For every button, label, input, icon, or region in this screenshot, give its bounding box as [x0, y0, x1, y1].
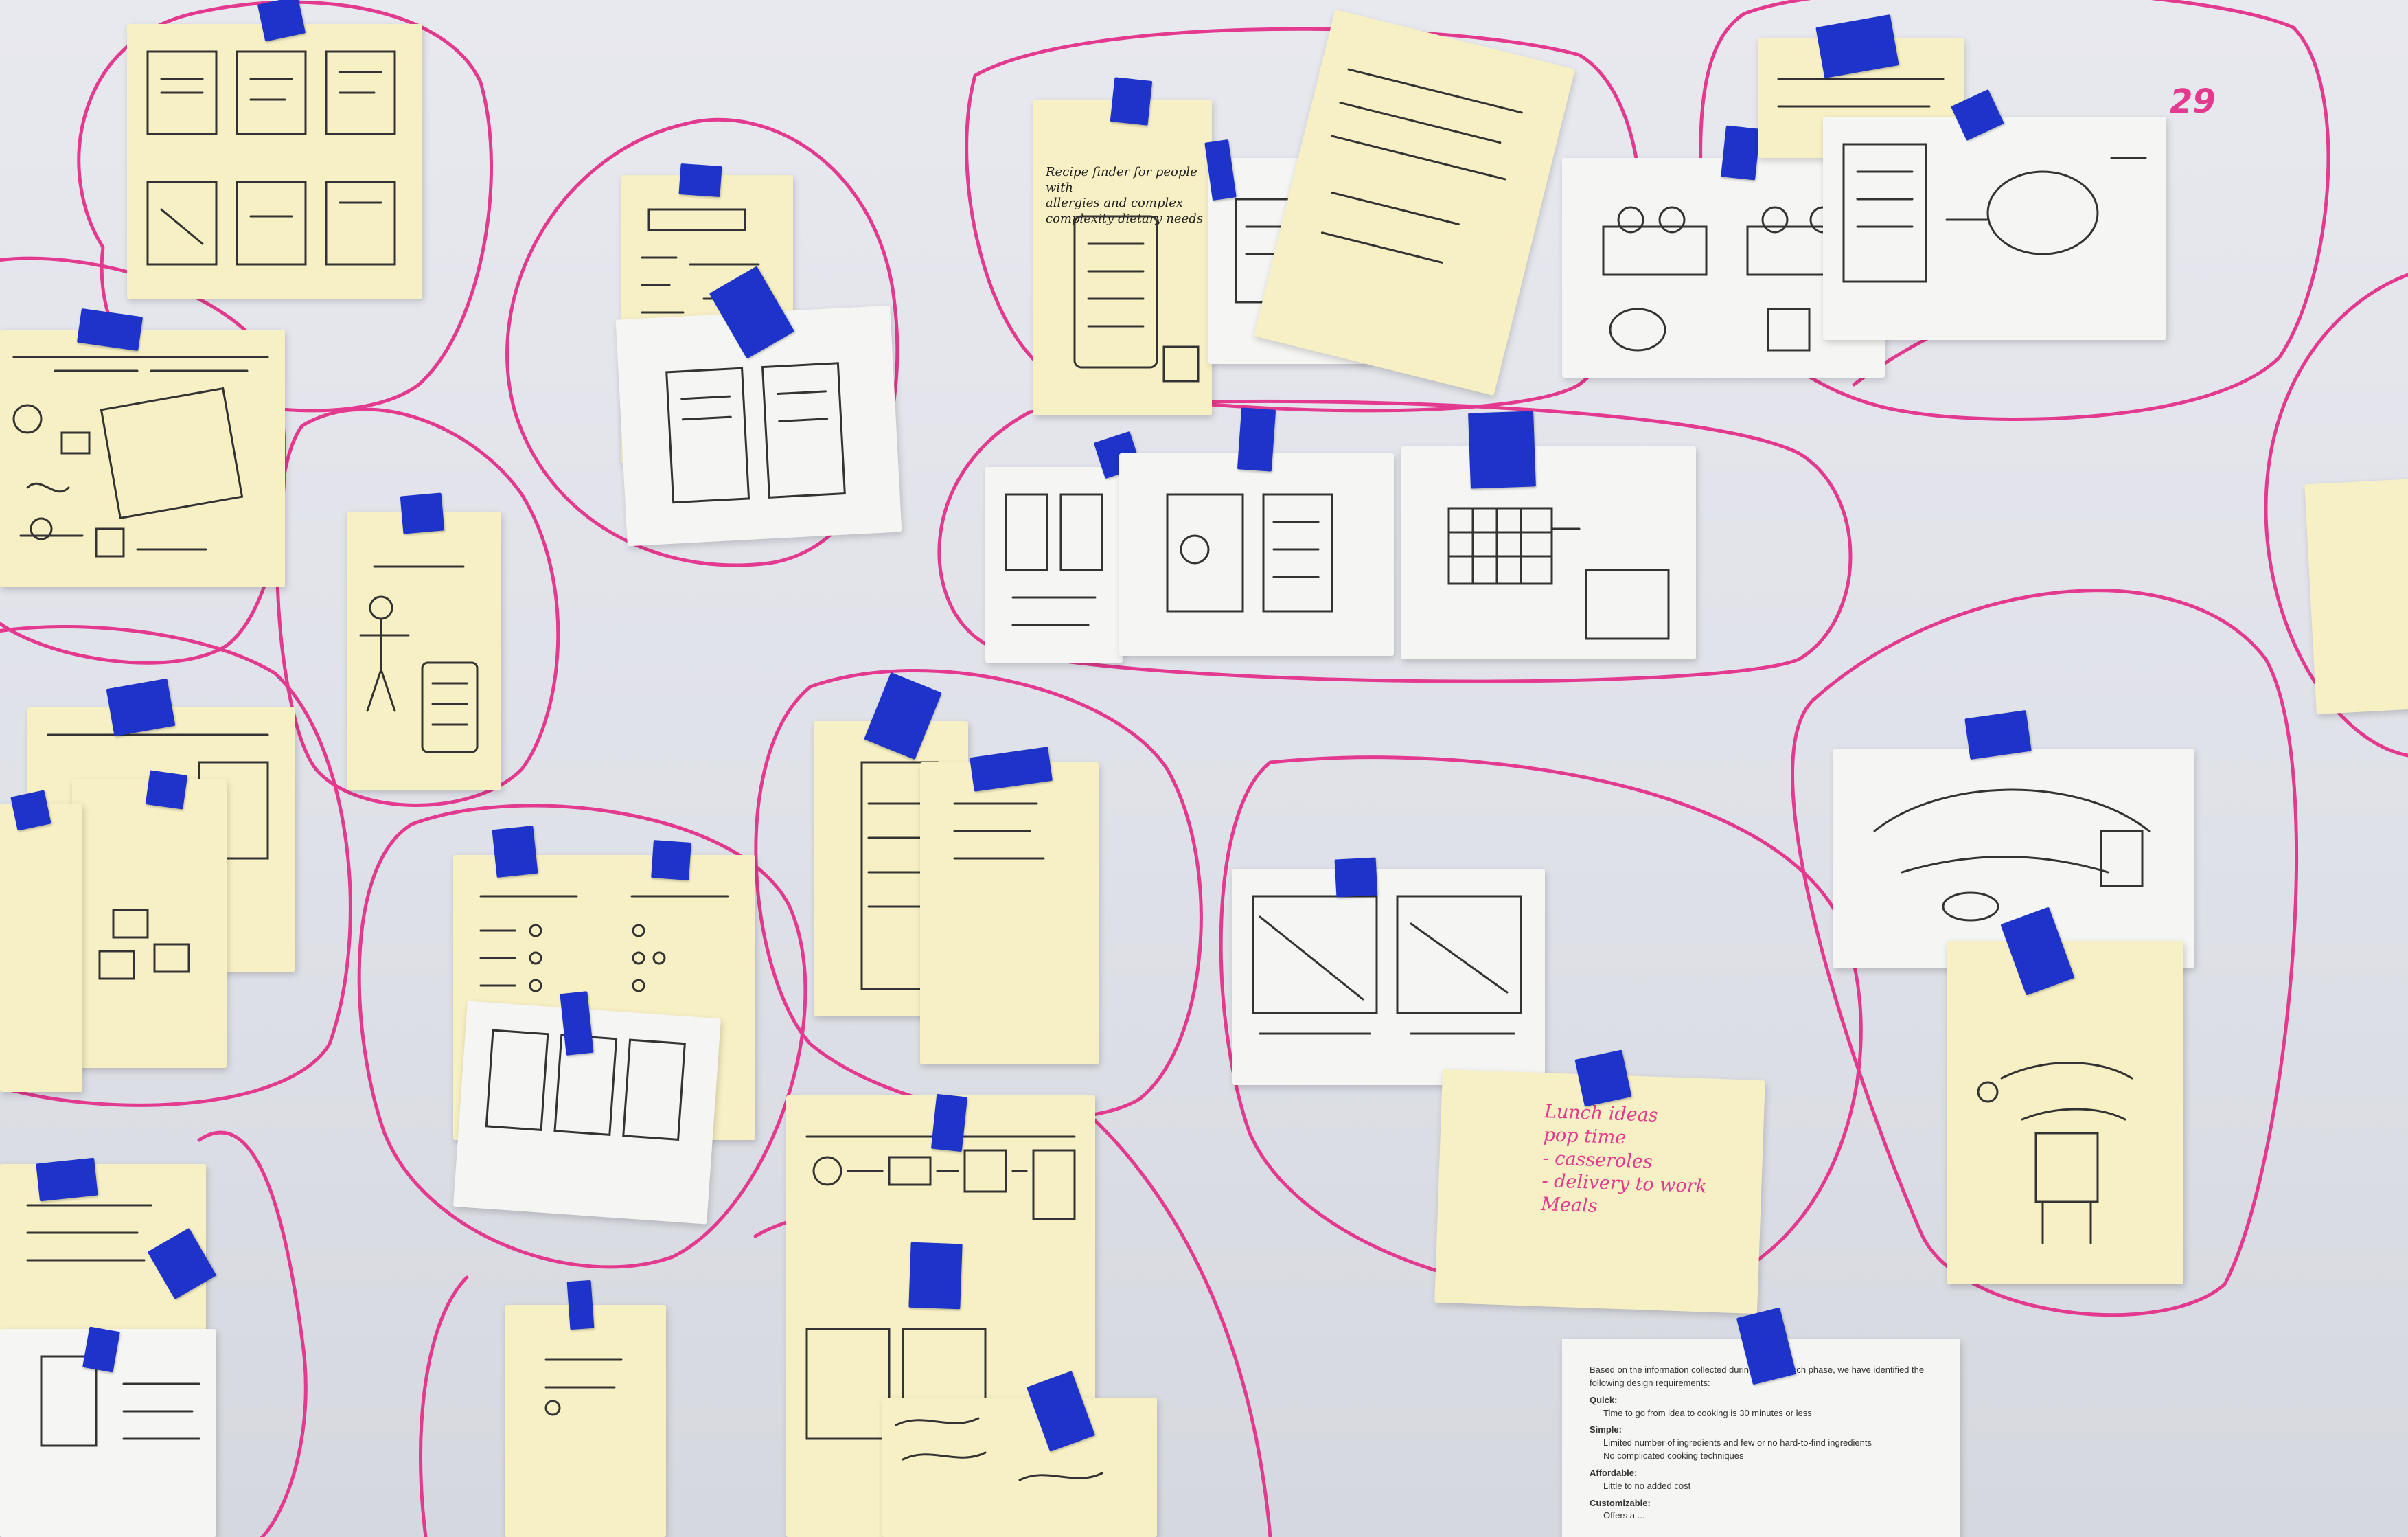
paper-card	[1119, 453, 1394, 656]
tape-piece	[36, 1157, 98, 1202]
sticky-note: Recipe finder for people with allergies …	[1033, 100, 1212, 415]
section-heading: Customizable:	[1590, 1497, 1651, 1508]
storyboard-sketch	[1842, 143, 2147, 283]
sticky-note: Lunch ideas pop time - casseroles - deli…	[1434, 1069, 1765, 1314]
tape-piece	[145, 770, 188, 810]
phone-sketch	[1005, 493, 1103, 626]
stick-figure-sketch	[359, 565, 479, 753]
tape-piece	[651, 840, 691, 880]
marker-loop	[754, 669, 1203, 1120]
paper-card	[1232, 869, 1545, 1085]
tape-piece	[908, 1242, 963, 1310]
section-item: Limited number of ingredients and few or…	[1603, 1437, 1872, 1448]
phone-sketch	[40, 1355, 200, 1447]
lunch-ideas-text: Lunch ideas pop time - casseroles - deli…	[1540, 1101, 1708, 1217]
sticky-note	[0, 330, 285, 587]
paper-card	[1823, 117, 2166, 340]
tape-piece	[1964, 710, 2032, 760]
sketch	[12, 356, 269, 558]
calendar-sketch	[1447, 507, 1670, 640]
marker-loop	[275, 407, 560, 807]
paper-card	[985, 467, 1123, 663]
tape-piece	[930, 1093, 968, 1152]
paper-card	[615, 305, 902, 547]
section-item: Time to go from idea to cooking is 30 mi…	[1603, 1407, 1812, 1418]
phone-sketch	[1073, 215, 1200, 383]
tape-piece	[10, 790, 51, 831]
marker-loop	[419, 1275, 469, 1537]
storyboard-sketch	[146, 50, 396, 266]
sketch	[98, 909, 190, 980]
recipe-finder-text: Recipe finder for people with allergies …	[1046, 165, 1203, 226]
sticky-note	[347, 512, 501, 790]
list-sketch	[479, 895, 729, 1069]
tape-piece	[1334, 857, 1378, 898]
sketch	[1777, 78, 1945, 108]
sticky-note	[882, 1398, 1157, 1537]
tape-piece	[492, 826, 538, 878]
sticky-note	[72, 779, 227, 1068]
marker-loop	[357, 804, 807, 1269]
tape-piece	[1110, 77, 1153, 126]
requirements-sheet: Based on the information collected durin…	[1562, 1339, 1960, 1537]
storyboard-sketch	[1252, 895, 1522, 1035]
sticky-note	[1254, 9, 1575, 396]
tape-piece	[678, 163, 722, 198]
section-heading: Quick:	[1590, 1394, 1618, 1405]
number-mark: 29	[2170, 82, 2216, 121]
sketch	[1873, 788, 2151, 922]
phone-sketch	[1166, 493, 1333, 613]
tape-piece	[1237, 407, 1276, 472]
section-heading: Simple:	[1590, 1424, 1622, 1435]
section-item: No complicated cooking techniques	[1603, 1450, 1744, 1461]
section-item: Offers a ...	[1603, 1510, 1645, 1521]
section-heading: Affordable:	[1590, 1467, 1638, 1478]
sketch	[1977, 1062, 2133, 1244]
sketch	[1320, 68, 1523, 264]
tape-piece	[1574, 1049, 1632, 1107]
sticky-note	[505, 1305, 666, 1537]
tape-piece	[1721, 125, 1761, 181]
phone-sketch	[665, 362, 846, 504]
sticky-note	[1947, 941, 2183, 1284]
sketch	[26, 1204, 152, 1262]
storyboard-sketch	[805, 1135, 1076, 1440]
sketch	[953, 802, 1045, 860]
storyboard-sheet	[127, 24, 422, 299]
tape-piece	[1468, 411, 1536, 489]
marker-loop	[505, 117, 899, 567]
marker-loop	[197, 1130, 308, 1537]
tape-piece	[566, 1279, 595, 1330]
sketch	[544, 1358, 623, 1416]
sticky-note	[920, 762, 1099, 1064]
section-item: Little to no added cost	[1603, 1480, 1691, 1491]
marker-loop	[1791, 589, 2299, 1317]
tape-piece	[400, 492, 445, 534]
sticky-note	[0, 804, 82, 1092]
marker-loop	[937, 399, 1853, 683]
marker-loop	[2264, 273, 2408, 758]
marker-loop	[1069, 1097, 1272, 1537]
sticky-note	[2304, 477, 2408, 715]
paper-card	[1401, 446, 1696, 659]
handwriting-sketch	[895, 1417, 1103, 1481]
marker-loop	[0, 625, 352, 1107]
